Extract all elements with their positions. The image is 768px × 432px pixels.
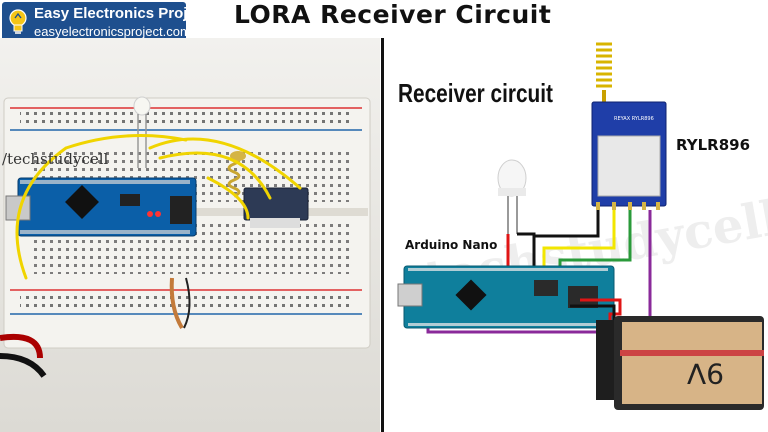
- brand-website: easyelectronicsproject.com: [34, 24, 191, 39]
- page-title: LORA Receiver Circuit: [234, 0, 552, 29]
- wiring-diagram: techstudycell REYAX RYLR896: [397, 42, 768, 410]
- panel-divider: [381, 38, 384, 432]
- photo-watermark: /techstudycell: [2, 150, 109, 168]
- diagram-subtitle: Receiver circuit: [398, 78, 553, 108]
- module-chip-text: REYAX RYLR896: [614, 116, 654, 122]
- brand-name: Easy Electronics Project: [34, 5, 210, 22]
- module-label: RYLR896: [676, 136, 751, 154]
- lightbulb-icon: [9, 9, 27, 34]
- receiver-diagram: techstudycell REYAX RYLR896: [384, 38, 768, 432]
- breadboard-illustration: [0, 38, 380, 432]
- battery-label: 9V: [687, 357, 724, 390]
- brand-badge[interactable]: Easy Electronics Project easyelectronics…: [2, 2, 209, 42]
- breadboard-photo: /techstudycell: [0, 38, 380, 432]
- board-label: Arduino Nano: [405, 238, 498, 252]
